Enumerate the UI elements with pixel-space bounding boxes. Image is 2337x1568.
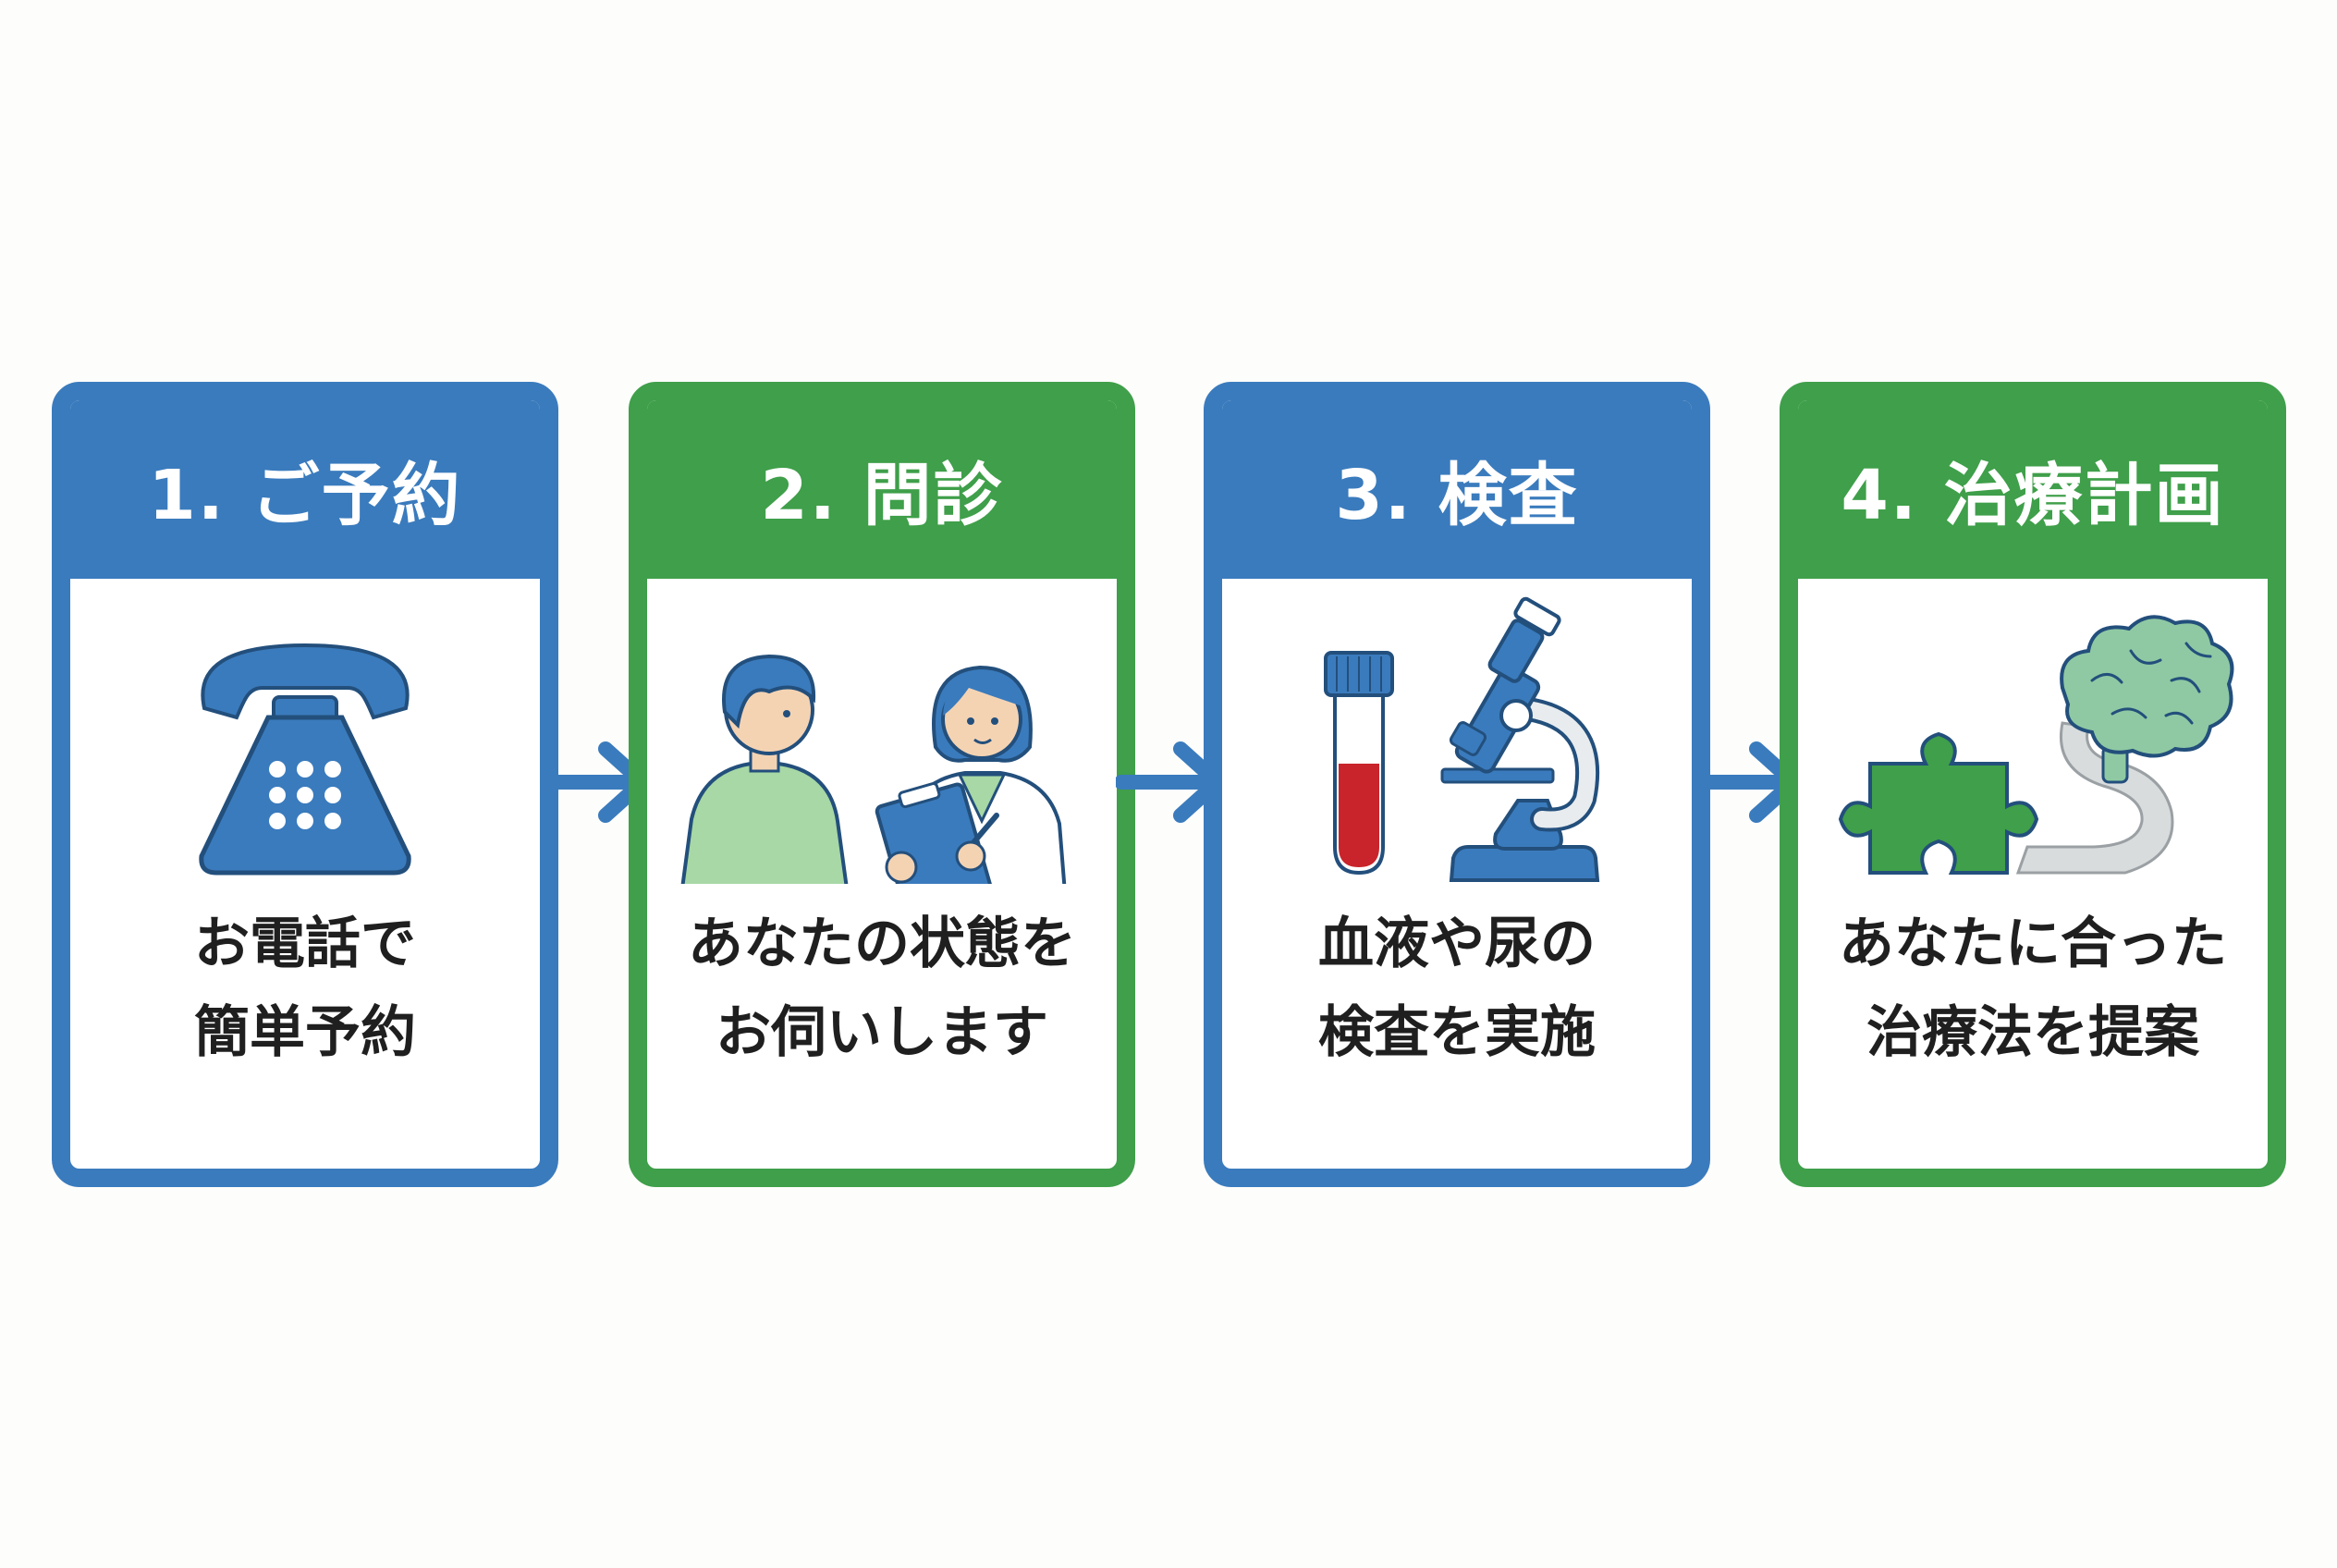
step-title: 2. 問診 [647,400,1117,579]
step-description-line: お電話で [194,912,416,976]
step-description-line: お伺いします [716,1000,1048,1065]
step-title: 1. ご予約 [70,400,540,579]
step-description-line: 簡単予約 [194,1000,416,1065]
step-card-reservation: 1. ご予約 お電話で 簡単予約 [52,382,558,1187]
step-title: 3. 検査 [1222,400,1692,579]
step-title: 4. 治療計画 [1798,400,2268,579]
consultation-icon [647,579,1117,884]
phone-icon [70,579,540,884]
lab-test-icon [1222,579,1692,884]
step-description-line: 治療法を提案 [1866,1000,2199,1065]
step-card-treatment-plan: 4. 治療計画 あなたに合った 治療法を提案 [1780,382,2286,1187]
step-description: あなたに合った 治療法を提案 [1798,900,2268,1077]
step-description-line: あなたの状態を [688,912,1076,976]
step-card-examination: 3. 検査 血液や尿の 検査を実施 [1204,382,1710,1187]
step-description: 血液や尿の 検査を実施 [1222,900,1692,1077]
step-description-line: あなたに合った [1839,912,2227,976]
step-description: お電話で 簡単予約 [70,900,540,1077]
step-card-consultation: 2. 問診 あなたの状態を お伺いします [629,382,1135,1187]
step-description-line: 検査を実施 [1318,1000,1596,1065]
treatment-plan-icon [1798,579,2268,884]
step-description: あなたの状態を お伺いします [647,900,1117,1077]
step-description-line: 血液や尿の [1318,912,1596,976]
